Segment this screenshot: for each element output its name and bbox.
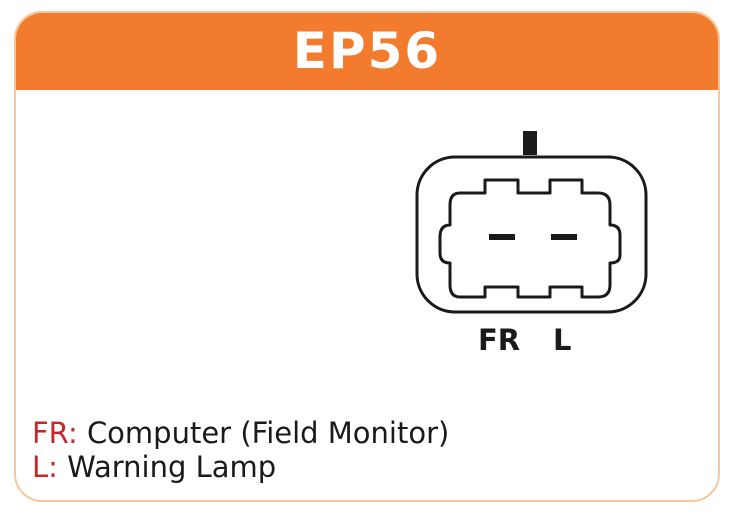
legend-description: Warning Lamp [67, 450, 277, 484]
terminal-l [551, 234, 577, 240]
connector-latch [523, 131, 537, 155]
connector-diagram [415, 131, 648, 314]
legend-item-fr: FR: Computer (Field Monitor) [32, 419, 449, 448]
terminal-fr [489, 234, 515, 240]
connector-socket [438, 178, 622, 299]
legend-key: L: [32, 450, 58, 484]
pin-label-fr: FR [478, 323, 521, 357]
pin-label-l: L [553, 323, 572, 357]
legend-key: FR: [32, 416, 78, 450]
legend-description: Computer (Field Monitor) [86, 416, 450, 450]
page-title: EP56 [292, 21, 442, 80]
header-bar: EP56 [16, 13, 718, 90]
legend-item-l: L: Warning Lamp [32, 453, 276, 482]
